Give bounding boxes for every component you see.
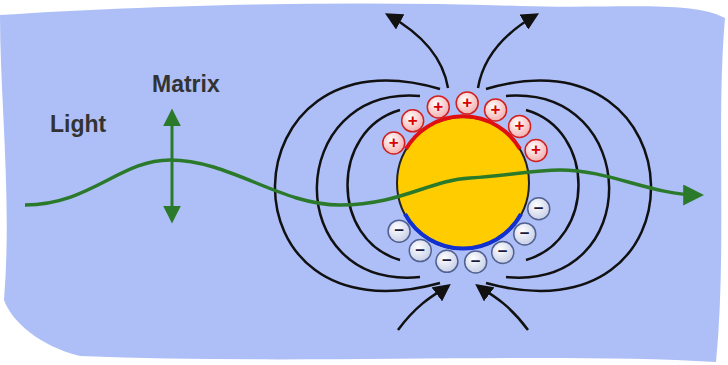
negative-charge-circle [514,223,536,245]
negative-charge: − [534,200,544,217]
negative-charge-circle [436,250,458,272]
negative-charge-circle [388,220,410,242]
positive-charge: + [389,134,399,151]
negative-charge: − [520,225,530,242]
positive-charge-circle [383,132,405,154]
negative-charge-circle [465,251,487,273]
positive-charge-circle [485,99,507,121]
negative-charge-circle [528,198,550,220]
negative-charge: − [394,222,404,239]
positive-charge-circle [509,115,531,137]
positive-charge: + [433,98,443,115]
positive-charge: + [515,117,525,134]
metal-nanoparticle [397,117,529,249]
negative-charge-circle [409,240,431,262]
positive-charge-circle [402,110,424,132]
matrix-region [0,3,725,362]
polarization-arrow [171,112,174,220]
positive-charge: + [491,101,501,118]
negative-charge-circle [492,241,514,263]
positive-charge-circle [525,139,547,161]
negative-charge: − [442,252,452,269]
positive-charge: + [531,141,541,158]
negative-charge: − [471,253,481,270]
positive-charge: + [462,94,472,111]
matrix-label: Matrix [152,73,220,96]
negative-charge: − [498,243,508,260]
negative-charge: − [415,242,425,259]
charge-circles [383,92,550,273]
positive-charge-circle [427,96,449,118]
light-label: Light [50,113,106,136]
light-wave [25,160,700,205]
positive-charge-circle [456,92,478,114]
positive-charge: + [408,112,418,129]
